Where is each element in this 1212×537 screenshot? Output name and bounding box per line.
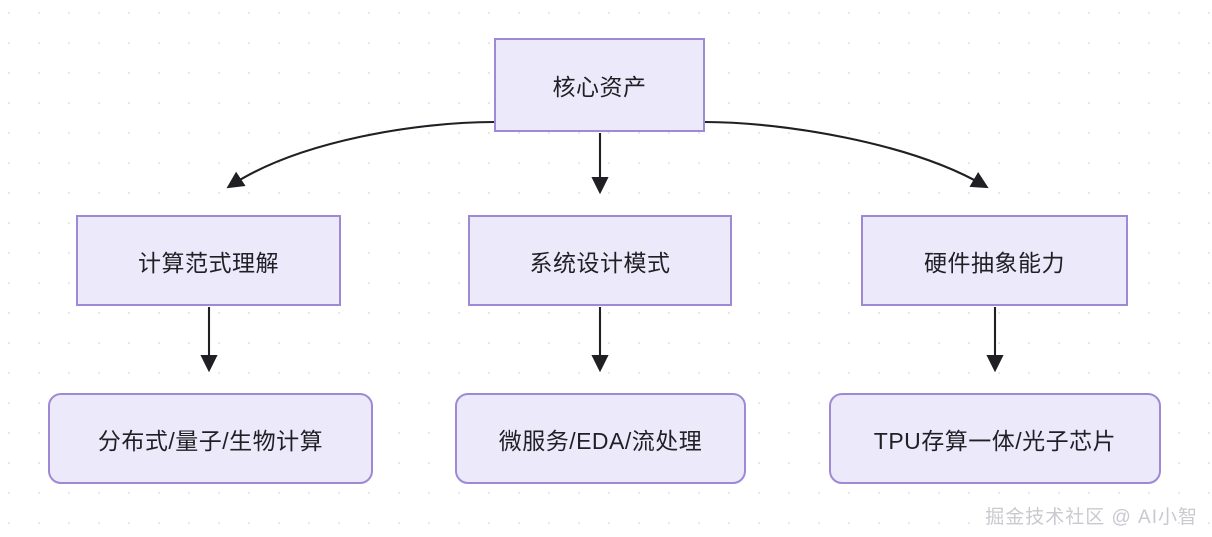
node-system-design-pattern[interactable]: 系统设计模式 — [468, 215, 732, 306]
node-core-asset[interactable]: 核心资产 — [494, 38, 705, 132]
edge-root-to-mid1 — [226, 120, 495, 189]
node-microservice-eda-stream[interactable]: 微服务/EDA/流处理 — [455, 393, 746, 484]
node-tpu-photonic-chip[interactable]: TPU存算一体/光子芯片 — [829, 393, 1161, 484]
edge-root-to-mid3 — [704, 120, 989, 189]
node-distributed-quantum-bio[interactable]: 分布式/量子/生物计算 — [48, 393, 373, 484]
node-computing-paradigm[interactable]: 计算范式理解 — [76, 215, 341, 306]
node-hardware-abstraction[interactable]: 硬件抽象能力 — [861, 215, 1128, 306]
watermark-text: 掘金技术社区 @ AI小智 — [985, 507, 1198, 528]
